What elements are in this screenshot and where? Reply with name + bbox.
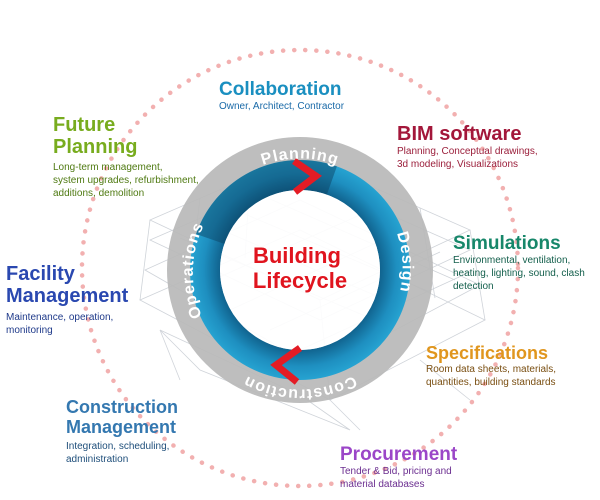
item-description: Room data sheets, materials, quantities,… [426,364,557,389]
item-title: Construction Management [66,397,178,438]
item-simulations: Simulations Environmental, ventilation, … [453,233,585,293]
item-title: Procurement [340,444,458,465]
phase-label-planning: Planning [259,145,341,168]
lifecycle-ring-shade [190,160,410,380]
item-collaboration: Collaboration Owner, Architect, Contract… [219,79,344,113]
outer-dotted-circle [79,47,521,489]
cycle-arrow-top [292,158,322,195]
item-title: Future Planning [53,114,138,159]
item-procurement: Procurement Tender & Bid, pricing and ma… [340,444,457,491]
center-title: Building Lifecycle [253,243,347,293]
item-description: Planning, Conceptual drawings, 3d modeli… [397,146,538,171]
phase-label-design: Design [393,230,416,294]
item-construction-management: Construction Management Integration, sch… [66,397,178,466]
item-specifications: Specifications Room data sheets, materia… [426,343,556,389]
item-bim-software: BIM software Planning, Conceptual drawin… [397,123,538,171]
cycle-arrow-bottom [270,345,303,385]
phase-ring [167,137,433,403]
item-title: Collaboration [219,79,342,100]
item-description: Tender & Bid, pricing and material datab… [340,466,452,491]
item-description: Long-term management, system upgrades, r… [53,161,199,199]
item-facility-management: Facility Management Maintenance, operati… [6,263,128,337]
lifecycle-center [220,190,380,350]
lifecycle-ring [190,160,410,380]
item-future-planning: Future Planning Long-term management, sy… [53,114,199,200]
item-title: Specifications [426,343,549,363]
center-title-line: Lifecycle [253,268,347,293]
item-description: Environmental, ventilation, heating, lig… [453,255,585,293]
item-description: Maintenance, operation, monitoring [6,311,114,336]
item-description: Owner, Architect, Contractor [219,101,345,113]
item-title: Simulations [453,233,561,254]
center-title-line: Building [253,243,341,268]
item-title: BIM software [397,123,522,145]
item-description: Integration, scheduling, administration [66,441,170,466]
item-title: Facility Management [6,263,129,308]
